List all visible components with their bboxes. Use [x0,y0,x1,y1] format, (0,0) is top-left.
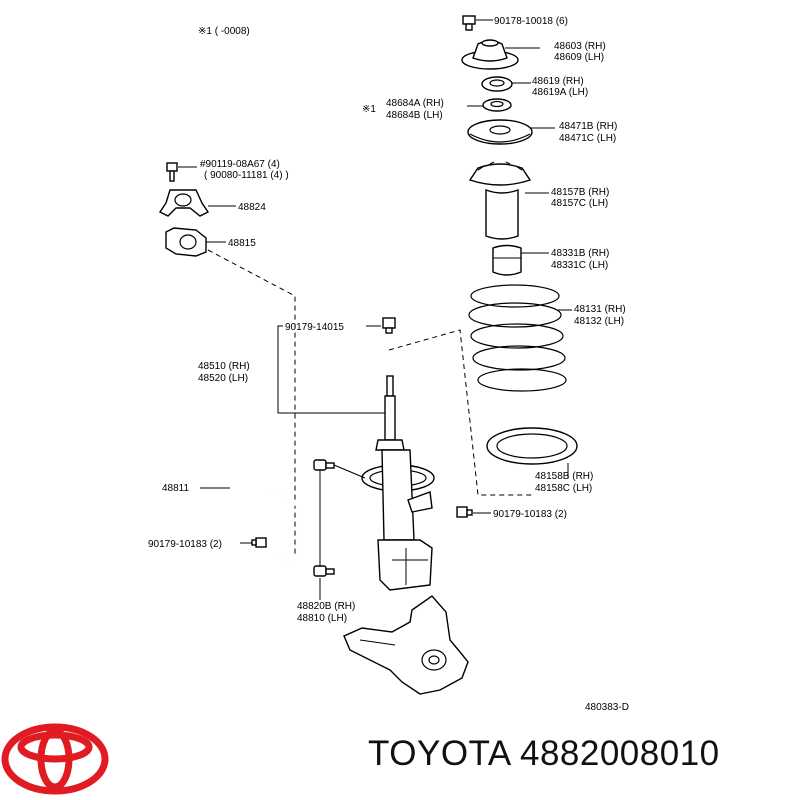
brand-name: TOYOTA [368,734,510,773]
stabilizer-link-part [313,459,335,577]
stabilizer-bushing-part [165,227,207,257]
label-spring-rh: 48131 (RH) [574,304,626,315]
label-bushing: 48815 [228,238,256,249]
toyota-logo-icon [1,723,109,795]
figure-code: 480383-D [585,702,629,713]
label-nut-mid: 90179-14015 [285,322,344,333]
label-strut-rh: 48510 (RH) [198,361,250,372]
strut-bracket-line [277,325,388,414]
stabilizer-bracket-part [158,189,210,217]
label-ring-rh: 48684A (RH) [386,98,444,109]
label-bolt-top: 90178-10018 (6) [494,16,568,27]
alignment-line-left [207,249,296,555]
label-lower-ins-lh: 48158C (LH) [535,483,592,494]
lower-insulator-part [486,427,578,465]
label-bolt-left-b: ( 90080-11181 (4) ) [204,170,289,181]
part-number: 4882008010 [519,734,720,773]
insulator-part [468,161,532,240]
bump-stopper-part [492,244,522,276]
steering-knuckle-part [343,595,469,695]
label-link-rh: 48820B (RH) [297,601,355,612]
right-nut-part [456,506,473,518]
label-nut-right: 90179-10183 (2) [493,509,567,520]
top-bolt-part [462,15,476,31]
label-ring-lh: 48684B (LH) [386,110,443,121]
label-upper-seat-lh: 48471C (LH) [559,133,616,144]
shock-strut-part [361,375,435,591]
label-insulator-rh: 48157B (RH) [551,187,609,198]
label-nut-left: 90179-10183 (2) [148,539,222,550]
label-strut-lh: 48520 (LH) [198,373,248,384]
label-bolt-left-a: #90119-08A67 (4) [200,159,280,170]
brand-part-title: TOYOTA 4882008010 [368,734,720,774]
coil-spring-part [468,284,567,392]
strut-mount-part [461,39,519,70]
alignment-line-right [388,329,533,496]
label-upper-seat-rh: 48471B (RH) [559,121,617,132]
stabilizer-bar-part [205,481,304,562]
label-bracket: 48824 [238,202,266,213]
label-stabilizer: 48811 [162,483,190,494]
label-bumper-lh: 48331C (LH) [551,260,608,271]
bearing-ring-part [482,98,512,112]
bearing-part [481,76,513,92]
upper-spring-seat-part [467,119,533,145]
label-mount-lh: 48609 (LH) [554,52,604,63]
label-lower-ins-rh: 48158B (RH) [535,471,593,482]
label-insulator-lh: 48157C (LH) [551,198,608,209]
header-note: ※1 ( -0008) [198,26,250,37]
label-bearing-rh: 48619 (RH) [532,76,584,87]
mid-nut-part [382,317,396,334]
label-spring-lh: 48132 (LH) [574,316,624,327]
left-nut-part [251,537,267,548]
label-bearing-lh: 48619A (LH) [532,87,588,98]
label-bumper-rh: 48331B (RH) [551,248,609,259]
label-link-lh: 48810 (LH) [297,613,347,624]
ring-mark: ※1 [362,104,376,115]
label-mount-rh: 48603 (RH) [554,41,606,52]
bracket-bolt-part [166,162,178,182]
